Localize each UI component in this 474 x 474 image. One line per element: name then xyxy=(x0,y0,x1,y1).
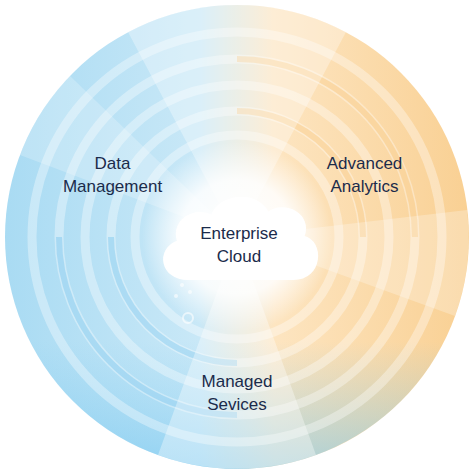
outer-disc xyxy=(5,5,469,469)
dots xyxy=(174,283,193,323)
sector-label: Data Management xyxy=(46,149,179,202)
center-glow xyxy=(142,142,332,332)
sector-label: Advanced Analytics xyxy=(298,149,431,202)
sector-label: Managed Sevices xyxy=(178,367,296,420)
node-text: Advanced Analytics xyxy=(302,153,427,197)
node-text: Data Management xyxy=(50,153,175,197)
cloud-node: Enterprise Cloud xyxy=(154,189,324,284)
node-text: Enterprise Cloud xyxy=(184,223,294,267)
cloud-outline xyxy=(164,198,317,280)
node-text: Managed Sevices xyxy=(182,371,292,415)
